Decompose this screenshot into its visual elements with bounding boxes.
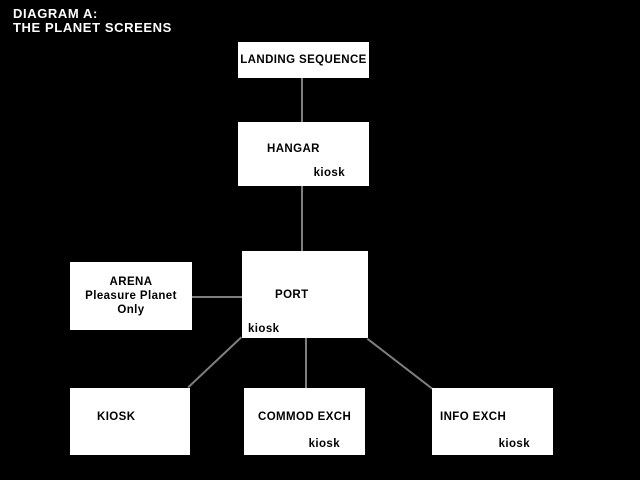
connector-arena-to-port xyxy=(192,296,242,298)
connector-hangar-to-port xyxy=(301,186,303,251)
node-commod-exch-label: COMMOD EXCH xyxy=(258,411,352,423)
node-kiosk-label: KIOSK xyxy=(97,411,136,423)
node-arena: ARENA Pleasure Planet Only xyxy=(70,262,192,330)
node-landing-sequence: LANDING SEQUENCE xyxy=(238,42,369,78)
node-arena-label: ARENA xyxy=(109,276,153,288)
node-hangar-kiosk-tag: kiosk xyxy=(313,166,345,179)
node-arena-note-line2: Only xyxy=(117,304,145,316)
node-kiosk: KIOSK xyxy=(70,388,190,455)
node-hangar: HANGAR kiosk xyxy=(238,122,369,186)
node-port-kiosk-tag: kiosk xyxy=(248,322,280,335)
node-info-exch: INFO EXCH kiosk xyxy=(432,388,553,455)
node-info-exch-kiosk-tag: kiosk xyxy=(498,437,530,450)
node-port: PORT kiosk xyxy=(242,251,368,338)
node-landing-sequence-label: LANDING SEQUENCE xyxy=(240,54,367,66)
connector-port-to-kiosk xyxy=(187,336,242,389)
connector-port-to-commod-exch xyxy=(305,338,307,388)
node-commod-exch: COMMOD EXCH kiosk xyxy=(244,388,365,455)
connector-landing-to-hangar xyxy=(301,78,303,122)
node-hangar-label: HANGAR xyxy=(267,143,320,155)
node-arena-note-line1: Pleasure Planet xyxy=(85,290,177,302)
diagram-title: DIAGRAM A: THE PLANET SCREENS xyxy=(13,6,172,35)
node-port-label: PORT xyxy=(275,289,309,301)
node-info-exch-label: INFO EXCH xyxy=(440,411,507,423)
node-commod-exch-kiosk-tag: kiosk xyxy=(308,437,340,450)
connector-port-to-info-exch xyxy=(367,338,433,390)
